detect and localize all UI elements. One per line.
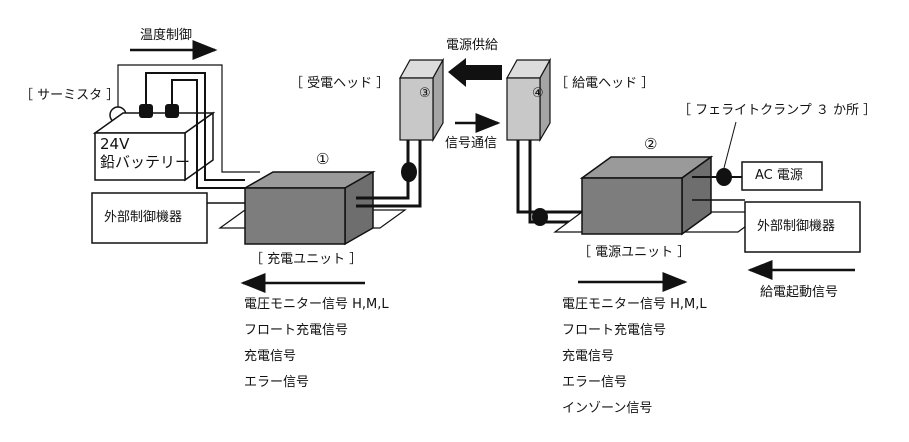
- battery-wire-a: [145, 72, 245, 181]
- ext-device-right-label: 外部制御機器: [757, 219, 836, 234]
- power-unit-label: ［ 電源ユニット ］: [578, 245, 691, 260]
- ferrite-clamp-label: ［ フェライトクランプ ３ か所 ］: [678, 103, 877, 118]
- ferrite-clamp-3: [716, 168, 732, 186]
- ferrite-leader: [723, 121, 737, 169]
- receive-head-icon: [398, 57, 445, 143]
- left-signal-0: 電圧モニター信号 H,M,L: [244, 297, 389, 312]
- battery-name: 鉛バッテリー: [100, 153, 191, 171]
- power-supply-label: 電源供給: [446, 38, 499, 53]
- battery-icon: [92, 104, 216, 182]
- thermistor-wire: [117, 64, 260, 173]
- right-signal-3: エラー信号: [562, 375, 628, 390]
- temp-control-label: 温度制御: [140, 28, 193, 43]
- power-unit-icon: [553, 155, 767, 236]
- right-signal-4: インゾーン信号: [562, 401, 653, 416]
- ext-device-right-box: [744, 201, 861, 253]
- supply-head-cable: [516, 140, 582, 214]
- power-supply-arrow: [448, 58, 502, 87]
- supply-head-label: ［ 給電ヘッド ］: [555, 76, 655, 91]
- left-signal-3: エラー信号: [244, 375, 310, 390]
- supply-head-number: ④: [532, 86, 544, 101]
- supply-head-cable-2: [528, 140, 582, 224]
- start-signal-label: 給電起動信号: [760, 285, 839, 300]
- charge-unit-icon: [218, 170, 407, 246]
- ext-device-left-label: 外部制御機器: [104, 210, 183, 225]
- signal-comm-label: 信号通信: [445, 136, 498, 151]
- receive-head-cable-2: [356, 140, 422, 208]
- ext-device-left-box: [91, 192, 208, 244]
- right-signal-0: 電圧モニター信号 H,M,L: [562, 297, 707, 312]
- receive-head-label: ［ 受電ヘッド ］: [290, 76, 390, 91]
- receive-head-number: ③: [419, 86, 431, 101]
- charge-unit-label: ［ 充電ユニット ］: [250, 252, 363, 267]
- right-signal-2: 充電信号: [562, 349, 615, 364]
- ac-power-box: [741, 161, 823, 191]
- receive-head-cable: [356, 140, 410, 200]
- ferrite-clamp-1: [401, 162, 417, 182]
- battery-wire-b: [171, 79, 245, 189]
- right-signal-1: フロート充電信号: [562, 323, 667, 338]
- charge-unit-number: ①: [316, 150, 330, 168]
- battery-voltage: 24V: [100, 135, 130, 153]
- left-signal-1: フロート充電信号: [244, 323, 349, 338]
- thermistor-label: ［ サーミスタ ］: [20, 88, 120, 103]
- supply-head-icon: [505, 57, 552, 143]
- ferrite-clamp-2: [532, 208, 548, 226]
- power-unit-number: ②: [644, 135, 658, 153]
- ac-power-label: AC 電源: [755, 168, 803, 183]
- left-signal-2: 充電信号: [244, 349, 297, 364]
